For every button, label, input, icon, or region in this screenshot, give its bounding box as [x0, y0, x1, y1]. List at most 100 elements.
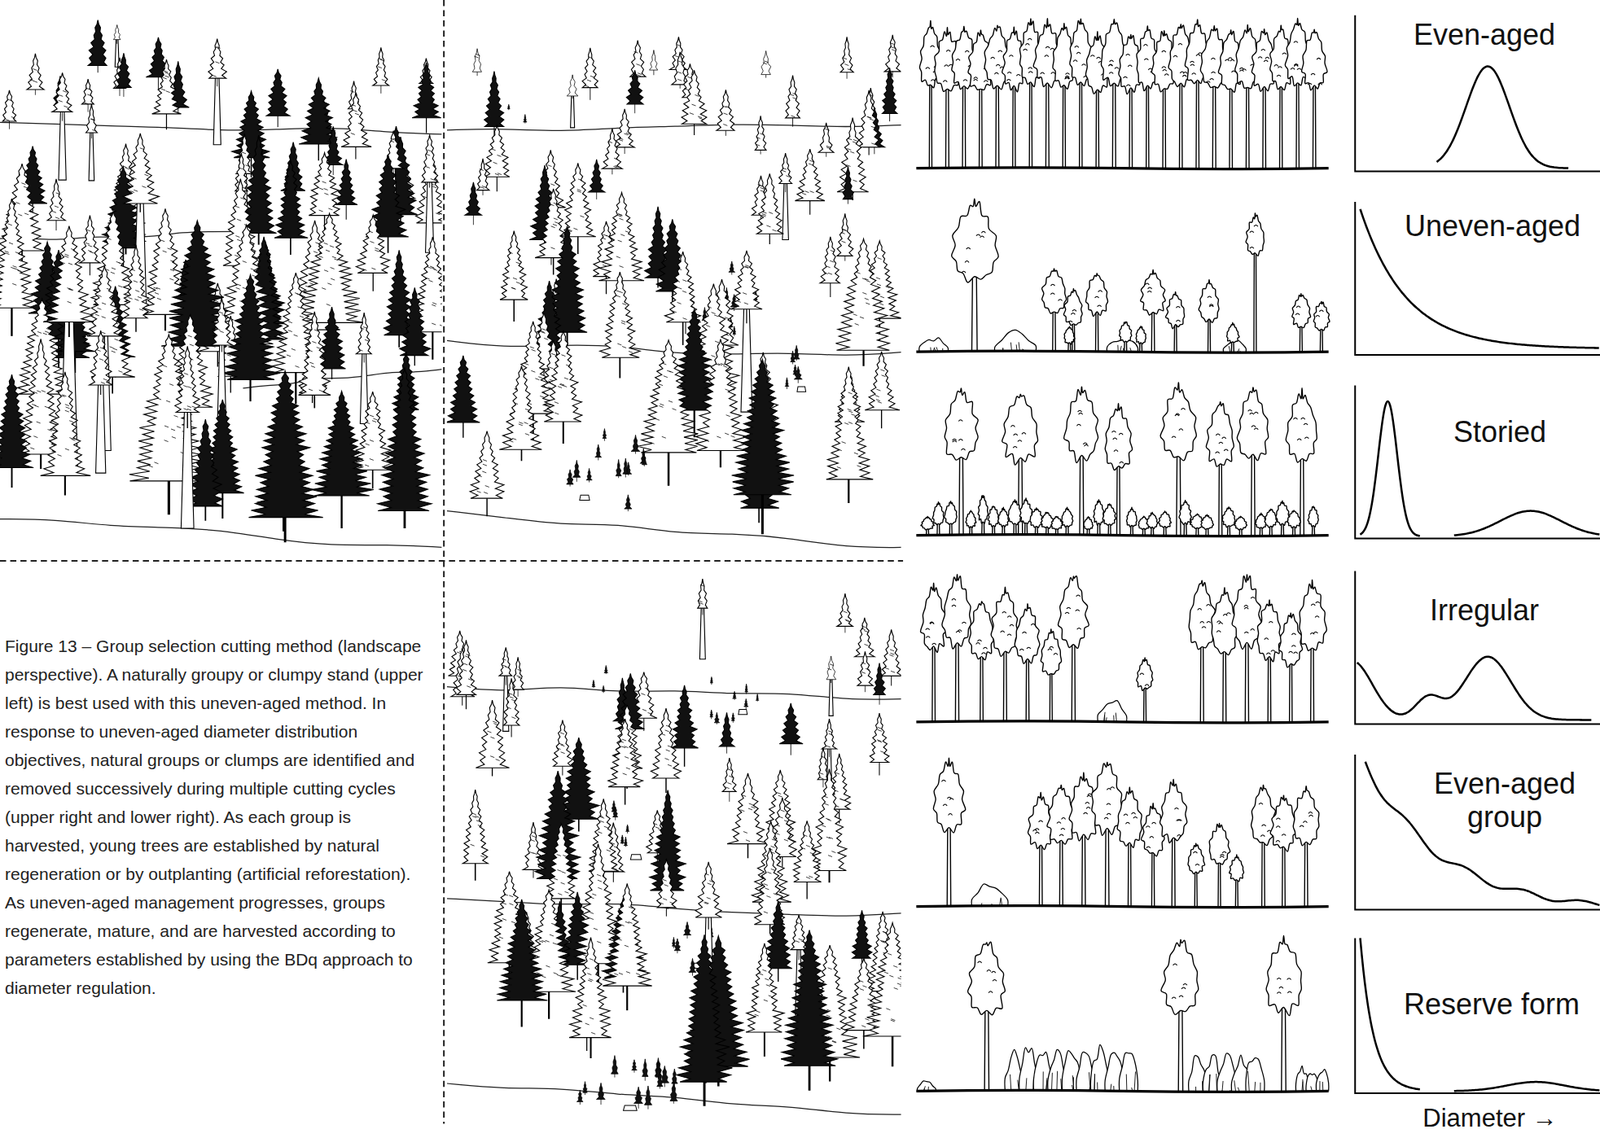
crown-texture — [183, 372, 196, 411]
crown-texture — [781, 167, 790, 177]
tree-crown — [547, 822, 575, 899]
tree-trunk — [984, 1000, 989, 1092]
figure-caption: Figure 13 – Group selection cutting meth… — [4, 631, 432, 1003]
crown-texture — [842, 57, 852, 71]
distribution-curve — [1454, 511, 1600, 536]
crown-texture — [1307, 57, 1323, 85]
crown-texture — [698, 584, 705, 605]
crown-texture — [556, 732, 565, 754]
tree-crown — [951, 198, 999, 283]
crown-texture — [1104, 787, 1115, 820]
crown-texture — [530, 832, 538, 855]
crown-texture — [1219, 851, 1227, 859]
tree-crown — [657, 1072, 663, 1088]
tree-crown — [744, 698, 749, 707]
crown-texture — [578, 959, 596, 1035]
tree-crown — [522, 822, 544, 870]
tree-trunk — [1082, 827, 1086, 908]
tree-crown — [671, 52, 689, 85]
distribution-curve — [1360, 401, 1421, 536]
tree-crown — [1188, 580, 1216, 650]
crown-texture — [470, 813, 486, 858]
tree-crown — [421, 134, 439, 183]
crown-texture — [1076, 410, 1088, 447]
crown-texture — [1174, 807, 1182, 837]
tree-crown — [1057, 576, 1089, 649]
crown-texture — [659, 879, 675, 904]
tree-crown — [761, 51, 772, 75]
tree-trunk — [1196, 73, 1200, 169]
tree-crown — [863, 923, 902, 1037]
tree-crown — [588, 159, 605, 193]
tree-crown — [851, 910, 873, 959]
shrub-texture — [1228, 346, 1241, 352]
tree-crown — [572, 460, 581, 478]
tree-crown — [695, 339, 748, 452]
tree-crown — [512, 657, 524, 690]
tree-crown — [116, 52, 132, 88]
tree-trunk — [1071, 633, 1075, 723]
graph-label: Even-aged — [1413, 17, 1556, 52]
stand-profile — [916, 18, 1329, 170]
crown-texture — [827, 664, 834, 671]
crown-texture — [286, 293, 311, 369]
tree-crown — [1307, 506, 1319, 527]
tree-crown — [1140, 269, 1167, 316]
crown-texture — [52, 192, 61, 220]
crown-texture — [677, 61, 683, 81]
tree-crown — [672, 937, 676, 947]
crown-texture — [507, 692, 517, 719]
crown-texture — [876, 727, 885, 753]
hill-contour — [447, 124, 902, 131]
crown-texture — [885, 649, 895, 673]
tree-crown — [710, 710, 713, 718]
crown-texture — [61, 249, 75, 304]
tree-crown — [857, 651, 873, 686]
crown-texture — [5, 99, 16, 121]
tree-crown — [854, 618, 875, 658]
tree-crown — [552, 719, 574, 767]
tree-crown — [569, 938, 612, 1039]
crown-texture — [161, 70, 171, 93]
tree-crown — [745, 683, 749, 693]
crown-texture — [1123, 812, 1138, 825]
crown-texture — [212, 46, 221, 77]
crown-texture — [826, 731, 833, 748]
shrub-texture — [1301, 1079, 1304, 1092]
crown-texture — [861, 662, 870, 675]
crown-texture — [473, 53, 480, 57]
tree-crown — [688, 958, 697, 973]
crown-texture — [1173, 43, 1188, 77]
tree-crown — [1236, 387, 1268, 461]
shrub-texture — [1094, 1073, 1098, 1092]
tree-crown — [499, 647, 512, 676]
tree-crown — [1158, 511, 1172, 528]
tree-crown — [122, 245, 149, 319]
crown-texture — [867, 116, 877, 145]
crown-texture — [1068, 310, 1077, 324]
tree-crown — [266, 69, 290, 116]
tree-crown — [1264, 508, 1277, 528]
tree-crown — [1086, 273, 1109, 317]
crown-texture — [1288, 633, 1298, 654]
tree-crown — [608, 718, 644, 787]
tree-trunk — [1079, 447, 1084, 536]
ground-line — [916, 350, 1329, 353]
crown-texture — [758, 184, 765, 193]
tree-trunk — [1245, 77, 1250, 168]
ground-line — [916, 906, 1329, 908]
tree-crown — [377, 367, 432, 511]
tree-crown — [681, 70, 707, 124]
tree-crown — [697, 578, 708, 609]
tree-crown — [523, 114, 527, 123]
tree-crown — [1161, 939, 1199, 1015]
tree-trunk — [1079, 72, 1083, 169]
stand-profile — [916, 382, 1329, 537]
tree-crown — [794, 149, 825, 202]
shrub — [1245, 1058, 1265, 1092]
tree-crown — [412, 62, 442, 119]
distribution-curve — [1360, 209, 1600, 349]
tree-crown — [1030, 508, 1044, 528]
tree-trunk — [1062, 75, 1066, 169]
tree-crown — [779, 153, 793, 184]
